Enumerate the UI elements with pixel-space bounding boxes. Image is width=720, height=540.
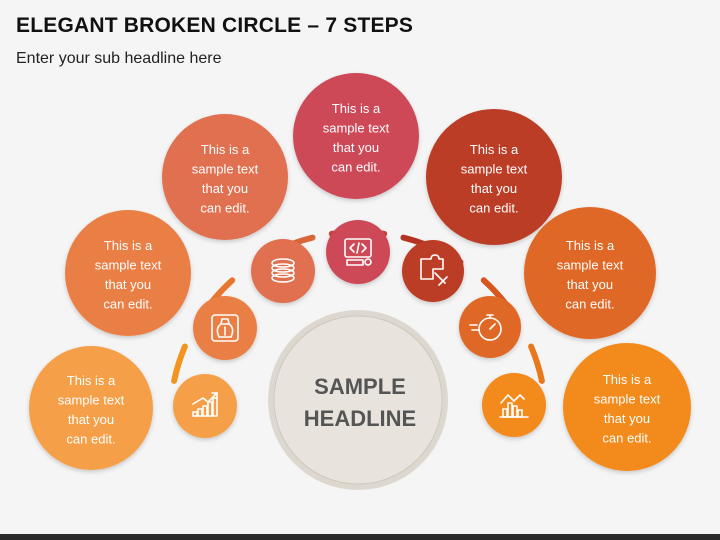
step-bubble — [524, 207, 656, 339]
connector-arc — [528, 343, 545, 384]
step-text-line: This is a — [104, 238, 153, 253]
step-text-line: can edit. — [469, 201, 518, 216]
step-text-line: sample text — [192, 162, 259, 177]
step-6 — [459, 207, 656, 358]
step-text-line: This is a — [332, 101, 381, 116]
step-bubble — [162, 114, 288, 240]
step-text-line: This is a — [566, 238, 615, 253]
step-4 — [293, 73, 419, 284]
analytics-chart-icon — [499, 394, 529, 418]
slide-title: ELEGANT BROKEN CIRCLE – 7 STEPS — [16, 14, 414, 37]
step-bubble — [426, 109, 562, 245]
step-text-line: can edit. — [565, 297, 614, 312]
step-text-line: sample text — [323, 121, 390, 136]
step-bubble — [293, 73, 419, 199]
center-headline-circle: SAMPLE HEADLINE — [268, 310, 448, 490]
step-icon-circle — [251, 239, 315, 303]
step-text-line: This is a — [201, 142, 250, 157]
step-text-line: can edit. — [602, 431, 651, 446]
step-text-line: that you — [604, 411, 650, 426]
step-icon-circle — [459, 296, 521, 358]
step-text-line: that you — [68, 412, 114, 427]
computer-code-icon — [344, 238, 372, 266]
step-text-line: sample text — [58, 393, 125, 408]
step-text-line: that you — [567, 277, 613, 292]
step-text-line: can edit. — [103, 297, 152, 312]
step-text-line: can edit. — [200, 201, 249, 216]
puzzle-hand-icon — [420, 254, 448, 286]
step-text-line: that you — [471, 181, 517, 196]
step-7 — [482, 343, 691, 471]
connector-arc — [171, 343, 188, 384]
step-1 — [29, 346, 237, 470]
growth-chart-icon — [192, 392, 218, 417]
slide-subtitle: Enter your sub headline here — [16, 50, 222, 67]
step-text-line: sample text — [95, 258, 162, 273]
step-text-line: that you — [202, 181, 248, 196]
step-text-line: sample text — [557, 258, 624, 273]
steps-group: This is a sample text that you can edit. Thi… — [29, 73, 691, 471]
bottom-bar — [0, 534, 720, 540]
step-icon-circle — [482, 373, 546, 437]
step-text-line: This is a — [67, 373, 116, 388]
coins-stack-icon — [271, 258, 295, 283]
step-bubble — [29, 346, 153, 470]
step-bubble — [65, 210, 191, 336]
step-text-line: This is a — [470, 142, 519, 157]
step-text-line: sample text — [594, 392, 661, 407]
money-bag-icon — [211, 314, 239, 342]
center-headline-line-2: HEADLINE — [304, 406, 416, 431]
step-text-line: can edit. — [66, 432, 115, 447]
stopwatch-icon — [469, 314, 502, 341]
step-text-line: sample text — [461, 162, 528, 177]
step-text-line: can edit. — [331, 160, 380, 175]
center-headline-line-1: SAMPLE — [314, 374, 406, 399]
step-text-line: This is a — [603, 372, 652, 387]
step-bubble — [563, 343, 691, 471]
step-text-line: that you — [333, 140, 379, 155]
step-3 — [162, 114, 315, 303]
step-text-line: that you — [105, 277, 151, 292]
